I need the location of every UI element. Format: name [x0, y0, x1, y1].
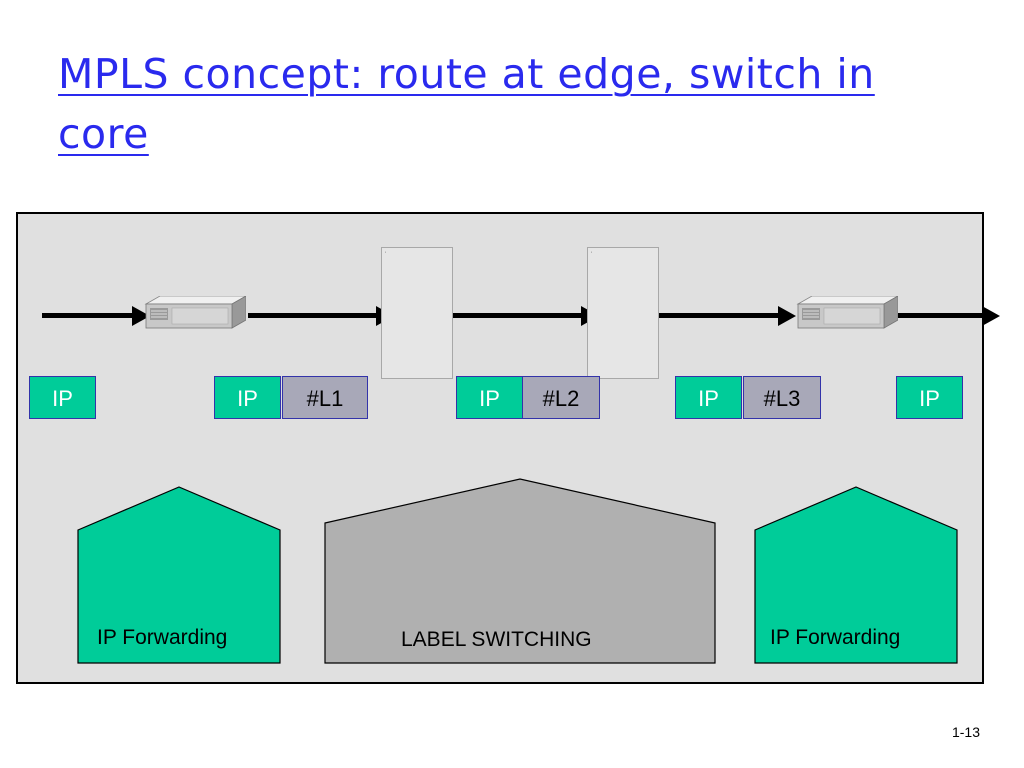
- router-icon: [144, 295, 248, 329]
- diagram-panel: ▪ ▪ IP IP #L1 IP #L2 IP #L3 IP IP Forwar…: [16, 212, 1000, 684]
- edge-router-left: [140, 295, 248, 335]
- packet-2-ip: IP: [214, 376, 281, 419]
- slide-title: MPLS concept: route at edge, switch in c…: [58, 50, 875, 158]
- core-switch-1: ▪: [381, 247, 453, 379]
- packet-4-ip: IP: [675, 376, 742, 419]
- packet-1-ip: IP: [29, 376, 96, 419]
- arrow-right-icon: [650, 305, 796, 326]
- image-placeholder-icon: ▪: [591, 250, 593, 254]
- arrow-right-icon: [453, 305, 599, 326]
- ip-forwarding-region-left: IP Forwarding: [77, 486, 281, 664]
- region-label-right: IP Forwarding: [770, 626, 901, 649]
- label-switching-region: LABEL SWITCHING: [324, 478, 716, 664]
- image-placeholder-icon: ▪: [385, 250, 387, 254]
- arrow-right-icon: [896, 305, 1000, 326]
- core-switch-2: ▪: [587, 247, 659, 379]
- edge-router-right: [792, 295, 900, 335]
- region-label-center: LABEL SWITCHING: [401, 628, 592, 651]
- packet-5-ip: IP: [896, 376, 963, 419]
- packet-3-ip: IP: [456, 376, 523, 419]
- arrow-right-icon: [248, 305, 394, 326]
- packet-3-label: #L2: [522, 376, 600, 419]
- router-icon: [796, 295, 900, 329]
- slide-number: 1-13: [951, 724, 980, 740]
- packet-2-label: #L1: [282, 376, 368, 419]
- packet-4-label: #L3: [743, 376, 821, 419]
- arrow-right-icon: [42, 305, 150, 326]
- region-label-left: IP Forwarding: [97, 626, 228, 649]
- ip-forwarding-region-right: IP Forwarding: [754, 486, 958, 664]
